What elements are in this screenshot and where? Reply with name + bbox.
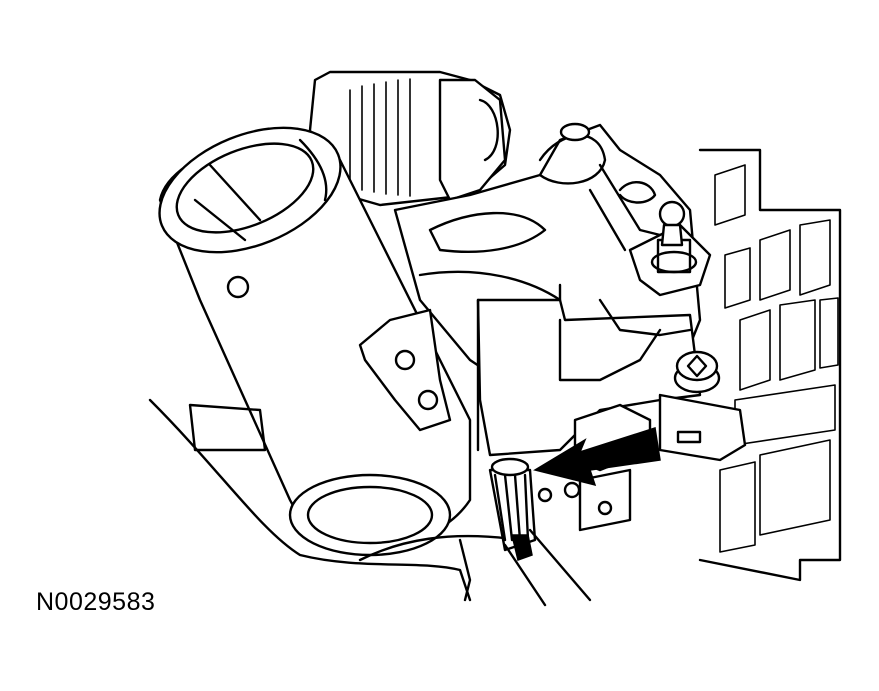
- figure-id-label: N0029583: [36, 588, 156, 616]
- mounting-bracket-grid: [698, 148, 842, 582]
- wiring-harness: [488, 457, 592, 607]
- steering-column-tube: [158, 126, 472, 557]
- lower-trim: [148, 398, 522, 602]
- torx-screw: [673, 350, 721, 394]
- direction-arrow: [533, 427, 661, 487]
- ball-stud: [628, 200, 712, 297]
- column-bracket: [188, 308, 452, 452]
- ignition-switch-module: [476, 298, 747, 532]
